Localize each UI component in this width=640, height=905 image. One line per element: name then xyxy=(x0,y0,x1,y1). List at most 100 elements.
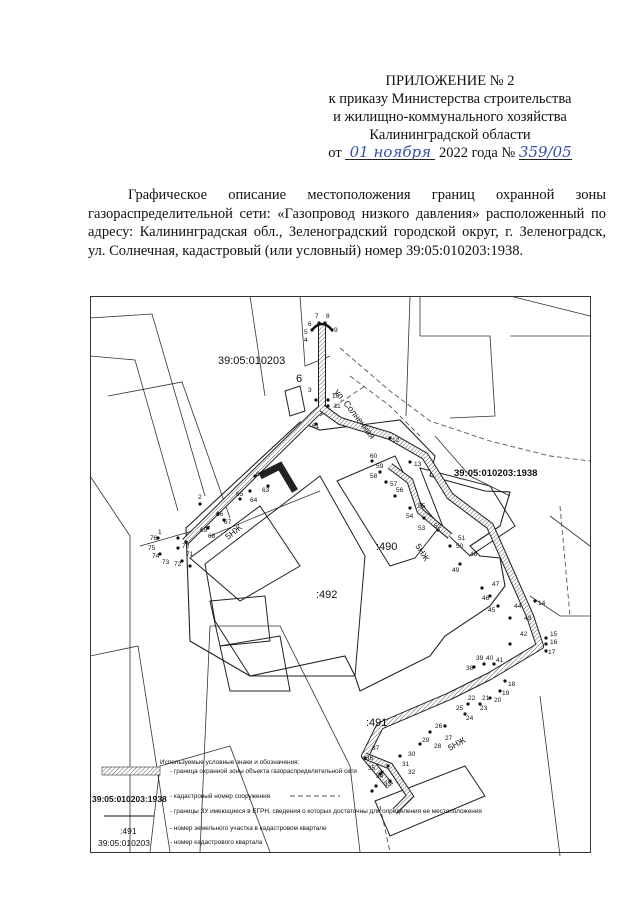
point-label: 58 xyxy=(370,473,378,480)
legend-symbol-quarter: 39:05:010203 xyxy=(98,838,150,848)
point-label: 4 xyxy=(304,337,308,344)
point-label: 12 xyxy=(392,437,400,444)
point-label: 15 xyxy=(550,631,558,638)
point-label: 69 xyxy=(200,527,208,534)
point-label: 6 xyxy=(308,321,312,328)
point-label: 26 xyxy=(435,723,443,730)
point-label: 5 xyxy=(304,329,308,336)
point-label: 21 xyxy=(482,695,490,702)
background-parcels xyxy=(90,296,591,856)
point-label: 31 xyxy=(402,761,410,768)
point-label: 9 xyxy=(334,327,338,334)
quarter-number-label: 39:05:010203 xyxy=(218,355,285,367)
header-line-3: и жилищно-коммунального хозяйства xyxy=(333,109,567,125)
point-label: 40 xyxy=(486,655,494,662)
point-label: 43 xyxy=(524,615,532,622)
parcel-490-boundary xyxy=(185,419,511,692)
parcel-491-label: :491 xyxy=(366,717,387,729)
point-label: 45 xyxy=(488,607,496,614)
point-label: 29 xyxy=(422,737,430,744)
point-label: 7 xyxy=(315,313,319,320)
point-label: 76 xyxy=(150,535,158,542)
point-label: 39 xyxy=(476,655,484,662)
point-label: 16 xyxy=(550,639,558,646)
parcel-490-label: :490 xyxy=(376,541,397,553)
point-label: 42 xyxy=(520,631,528,638)
point-label: 2 xyxy=(198,494,202,501)
point-label: 71 xyxy=(186,551,194,558)
parcel-6-label: 6 xyxy=(296,373,302,385)
point-label: 74 xyxy=(152,553,160,560)
header-date-line: от 01 ноября 2022 года № 359/05 xyxy=(300,144,600,162)
legend-zone-swatch xyxy=(101,766,161,776)
boundary-points xyxy=(156,321,548,793)
point-label: 54 xyxy=(406,513,414,520)
point-label: 72 xyxy=(174,561,182,568)
point-label: 32 xyxy=(408,769,416,776)
handwritten-date: 01 ноября xyxy=(345,145,436,160)
point-label: 44 xyxy=(514,603,522,610)
point-label: 67 xyxy=(224,519,232,526)
date-prefix: от xyxy=(328,145,342,161)
point-label: 19 xyxy=(502,690,510,697)
point-label: 33 xyxy=(384,781,392,788)
header-line-4: Калининградской области xyxy=(369,127,531,143)
legend-item-quarter: - номер кадастрового квартала xyxy=(170,839,263,846)
point-label: 34 xyxy=(376,773,384,780)
point-label: 66 xyxy=(216,511,224,518)
point-label: 38 xyxy=(466,665,474,672)
point-label: 25 xyxy=(456,705,464,712)
point-label: 50 xyxy=(456,543,464,550)
point-label: 22 xyxy=(468,695,476,702)
point-numbers: 6 7 8 9 5 4 3 10 11 61 12 13 14 15 16 17… xyxy=(148,313,558,788)
point-label: 23 xyxy=(480,705,488,712)
point-label: 28 xyxy=(434,743,442,750)
legend-item-parcel: - номер земельного участка в кадастровом… xyxy=(170,825,327,832)
point-label: 55 xyxy=(418,503,426,510)
legend-symbol-cad: 39:05:010203:1938 xyxy=(92,794,167,804)
point-label: 63 xyxy=(262,487,270,494)
point-label: 70 xyxy=(182,543,190,550)
point-label: 53 xyxy=(418,525,426,532)
parcel-492-label: :492 xyxy=(316,589,337,601)
legend-item-zone: - граница охранной зоны объекта газорасп… xyxy=(170,767,357,775)
point-label: 14 xyxy=(538,600,546,607)
point-label: 59 xyxy=(376,463,384,470)
point-label: 24 xyxy=(466,715,474,722)
point-label: 37 xyxy=(372,745,380,752)
legend: Используемые условные знаки и обозначени… xyxy=(92,758,482,848)
legend-item-cad: - кадастровый номер сооружения xyxy=(170,792,271,800)
point-label: 51 xyxy=(458,535,466,542)
point-label: 52 xyxy=(434,523,442,530)
document-header: ПРИЛОЖЕНИЕ № 2 к приказу Министерства ст… xyxy=(300,72,600,162)
point-label: 75 xyxy=(148,545,156,552)
point-label: 3 xyxy=(308,387,312,394)
point-label: 13 xyxy=(414,461,422,468)
point-label: 73 xyxy=(162,559,170,566)
point-label: 47 xyxy=(492,581,500,588)
protection-zone xyxy=(182,322,544,814)
point-label: 35 xyxy=(368,765,376,772)
description-paragraph: Графическое описание местоположения гран… xyxy=(88,187,606,259)
cadastral-number-label: 39:05:010203:1938 xyxy=(454,468,537,479)
handwritten-number: 359/05 xyxy=(518,143,572,161)
map-svg: 6 7 8 9 5 4 3 10 11 61 12 13 14 15 16 17… xyxy=(90,296,591,856)
header-line-2: к приказу Министерства строительства xyxy=(328,91,572,107)
point-label: 41 xyxy=(496,657,504,664)
point-label: 17 xyxy=(548,649,556,656)
point-label: 64 xyxy=(250,497,258,504)
point-label: 65 xyxy=(236,491,244,498)
point-label: 49 xyxy=(452,567,460,574)
point-label: 11 xyxy=(334,403,341,410)
point-label: 1 xyxy=(158,529,162,536)
point-label: 57 xyxy=(390,481,398,488)
point-label: 20 xyxy=(494,697,502,704)
appendix-title: ПРИЛОЖЕНИЕ № 2 xyxy=(385,73,515,89)
point-label: 36 xyxy=(366,755,374,762)
point-label: 27 xyxy=(445,735,453,742)
date-suffix: 2022 года № xyxy=(438,145,516,161)
point-label: 68 xyxy=(208,533,216,540)
legend-symbol-parcel: :491 xyxy=(120,826,137,836)
point-label: 46 xyxy=(482,595,490,602)
parcel-492-boundary xyxy=(204,475,366,677)
